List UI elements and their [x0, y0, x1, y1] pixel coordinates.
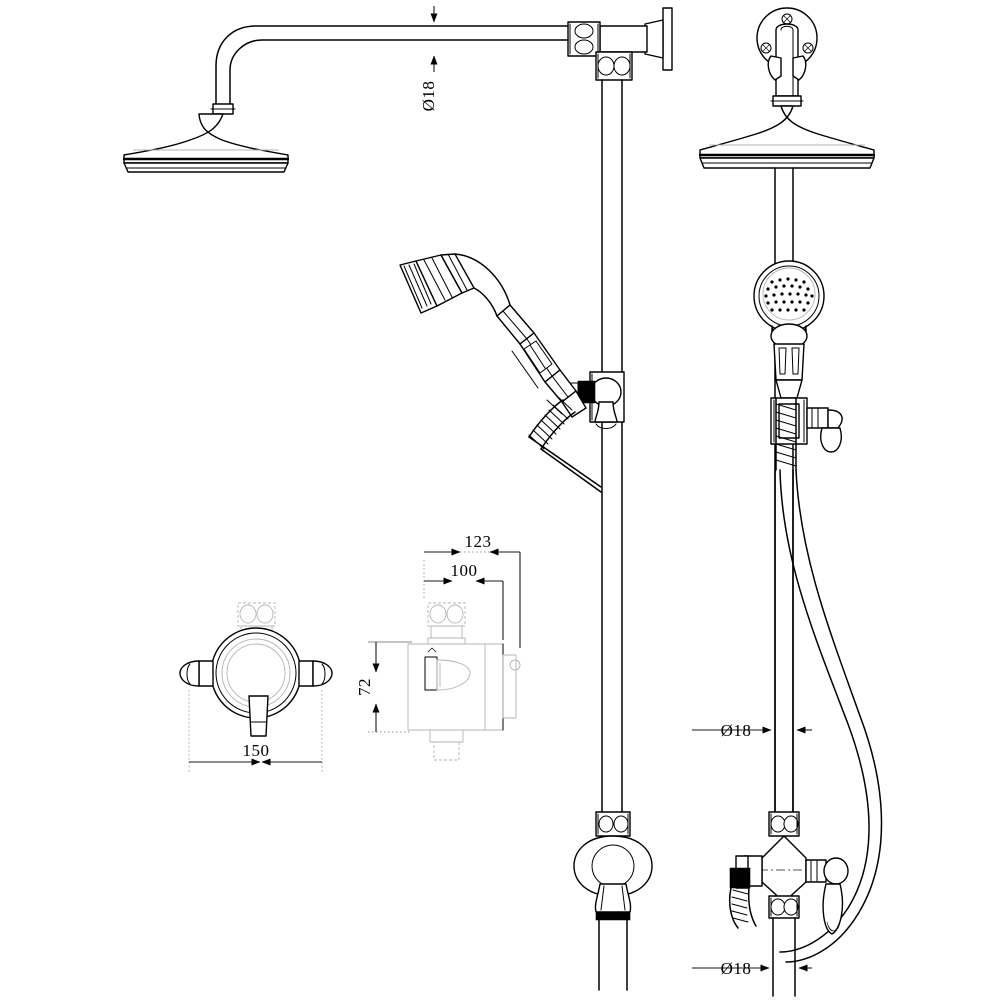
dimension-depth-outer: 123	[423, 532, 521, 648]
dimension-dia-outlet: Ø18	[692, 959, 812, 978]
dimension-depth-inner: 100	[424, 561, 504, 640]
dimension-height-valve: 72	[355, 641, 412, 733]
valve-side-top-nut-ghost	[427, 602, 466, 645]
shower-arm-swan-neck	[215, 25, 569, 105]
dimension-dia-arm: Ø18	[419, 6, 438, 111]
dimension-dia-riser: Ø18	[692, 721, 812, 740]
dimension-label-height-valve: 72	[355, 678, 374, 696]
hose-coil-front	[775, 397, 797, 471]
arm-coupling-nut	[567, 21, 601, 57]
shower-arm-horizontal	[599, 25, 648, 53]
view-valve-front-detail: 150	[179, 602, 333, 772]
rose-neck-collar-front	[770, 95, 804, 107]
valve-side-bottom-ghost	[429, 729, 464, 761]
valve-handle-left	[179, 660, 214, 687]
dimension-label-depth-inner: 100	[451, 561, 478, 580]
overhead-rose-front	[699, 105, 875, 169]
handset-side	[399, 253, 587, 418]
dimension-label-dia-riser: Ø18	[721, 721, 752, 740]
riser-lower-front	[774, 469, 794, 813]
view-front-elevation	[699, 7, 883, 997]
dimension-label-dia-arm: Ø18	[419, 81, 438, 112]
handset-bracket-side	[589, 371, 625, 429]
dimension-label-depth-outer: 123	[465, 532, 492, 551]
handset-bracket-front	[770, 397, 843, 453]
valve-handle-right	[298, 660, 333, 687]
lower-valve-side	[573, 811, 653, 991]
dimension-label-dia-outlet: Ø18	[721, 959, 752, 978]
valve-escutcheon-side	[407, 643, 521, 731]
spray-face-holes	[764, 277, 814, 312]
overhead-rose-side	[123, 113, 289, 173]
valve-body-front	[210, 627, 302, 719]
shower-arm-front	[767, 23, 807, 97]
hose-side	[528, 395, 602, 493]
dimension-label-width-valve: 150	[243, 741, 270, 760]
view-side-elevation	[123, 7, 673, 991]
wall-flange-side	[644, 7, 673, 71]
riser-tee-side	[595, 51, 633, 81]
valve-lever-front	[248, 695, 269, 737]
dimension-width-valve: 150	[188, 690, 323, 772]
handset-front	[753, 260, 825, 399]
rose-neck-collar-side	[210, 103, 236, 115]
hose-loop-front	[779, 469, 883, 963]
view-valve-side-detail: 123 100 72	[355, 532, 521, 761]
valve-knob-side	[424, 647, 471, 691]
riser-rail-side	[601, 79, 623, 813]
bottom-valve-front	[728, 811, 849, 997]
